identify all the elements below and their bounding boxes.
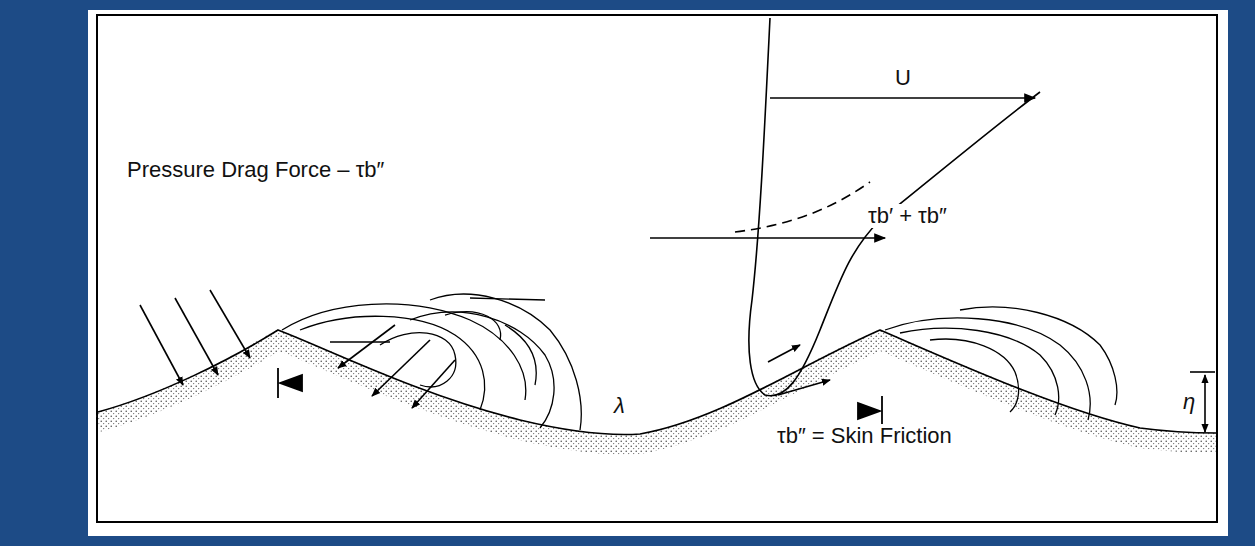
bed-surface <box>98 330 1216 434</box>
sand-stipple <box>98 340 1216 444</box>
velocity-label: U <box>893 66 913 90</box>
wavelength-markers <box>278 368 882 426</box>
shear-label: τb′ + τb″ <box>866 204 949 228</box>
velocity-profile <box>650 18 1040 396</box>
pressure-arrows <box>140 290 455 408</box>
skin-friction-label: τb″ = Skin Friction <box>775 424 954 448</box>
wavelength-label: λ <box>612 394 627 418</box>
panel <box>88 10 1228 536</box>
force-label: Pressure Drag Force – τb″ <box>125 158 386 182</box>
height-label: η <box>1181 390 1197 414</box>
frame <box>97 15 1217 522</box>
lee-eddies <box>282 294 1117 430</box>
